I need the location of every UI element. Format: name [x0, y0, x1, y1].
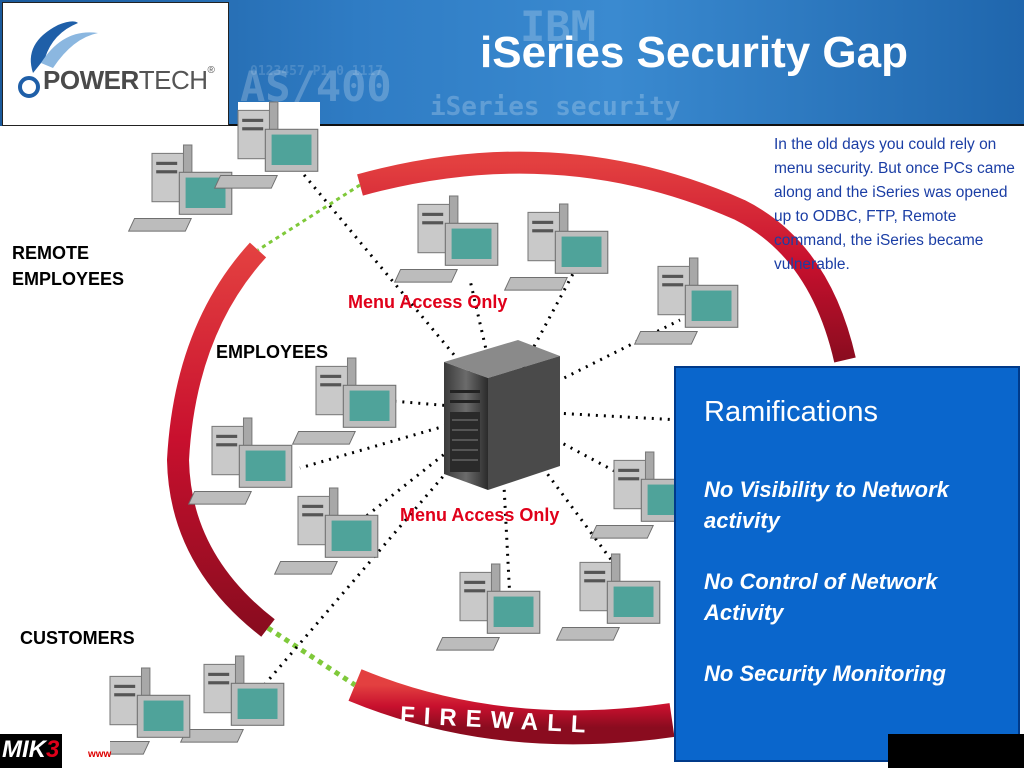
desktop-computer-icon	[394, 195, 499, 283]
footer-right-bar	[888, 734, 1024, 768]
desktop-computer-icon	[292, 357, 397, 445]
firewall-label: FIREWALL	[399, 702, 595, 739]
footer-brand: MIK3	[2, 736, 60, 763]
header-divider	[228, 124, 1024, 126]
label-customers: CUSTOMERS	[20, 628, 135, 648]
side-note: In the old days you could rely on menu s…	[774, 136, 1015, 273]
firewall-gap-top	[257, 183, 361, 252]
swoosh-icon	[18, 21, 98, 98]
logo-wordmark: POWERTECH®	[43, 65, 215, 95]
ramification-item: No Control of Network Activity	[704, 569, 938, 625]
firewall-ring	[166, 151, 856, 745]
label-menu-access-top: Menu Access Only	[348, 292, 508, 312]
firewall-gap-bottom	[266, 625, 357, 688]
label-remote: REMOTE EMPLOYEES	[12, 240, 124, 292]
desktop-computer-icon	[634, 257, 739, 345]
desktop-computer-icon	[504, 203, 609, 291]
header-bg-iseries: iSeries security	[430, 92, 681, 122]
desktop-computer-icon	[274, 487, 379, 575]
desktop-computer-icon	[436, 563, 541, 651]
footer-brand-square	[62, 734, 110, 768]
powertech-logo: POWERTECH®	[2, 2, 229, 126]
ramification-item: No Security Monitoring	[704, 661, 946, 686]
ramifications-title: Ramifications	[704, 396, 879, 428]
server-tower-icon	[444, 340, 560, 490]
ramifications-panel: Ramifications No Visibility to Network a…	[674, 366, 1020, 762]
desktop-computer-icon	[214, 101, 319, 189]
desktop-computer-icon	[556, 553, 661, 641]
header-bg-ibm: IBM	[520, 2, 596, 51]
desktop-computer-icon	[180, 655, 285, 743]
footer-url[interactable]: www	[88, 749, 112, 760]
label-menu-access-bottom: Menu Access Only	[400, 505, 560, 525]
label-remote-line1: REMOTE	[12, 243, 90, 263]
label-employees: EMPLOYEES	[216, 342, 329, 362]
header-bg-numbers: 0123457 P1 0 1117	[250, 64, 384, 79]
label-remote-line2: EMPLOYEES	[12, 269, 125, 289]
desktop-computer-icon	[188, 417, 293, 505]
ramification-item: No Visibility to Network activity	[704, 477, 949, 533]
page-title: iSeries Security Gap	[480, 28, 908, 77]
